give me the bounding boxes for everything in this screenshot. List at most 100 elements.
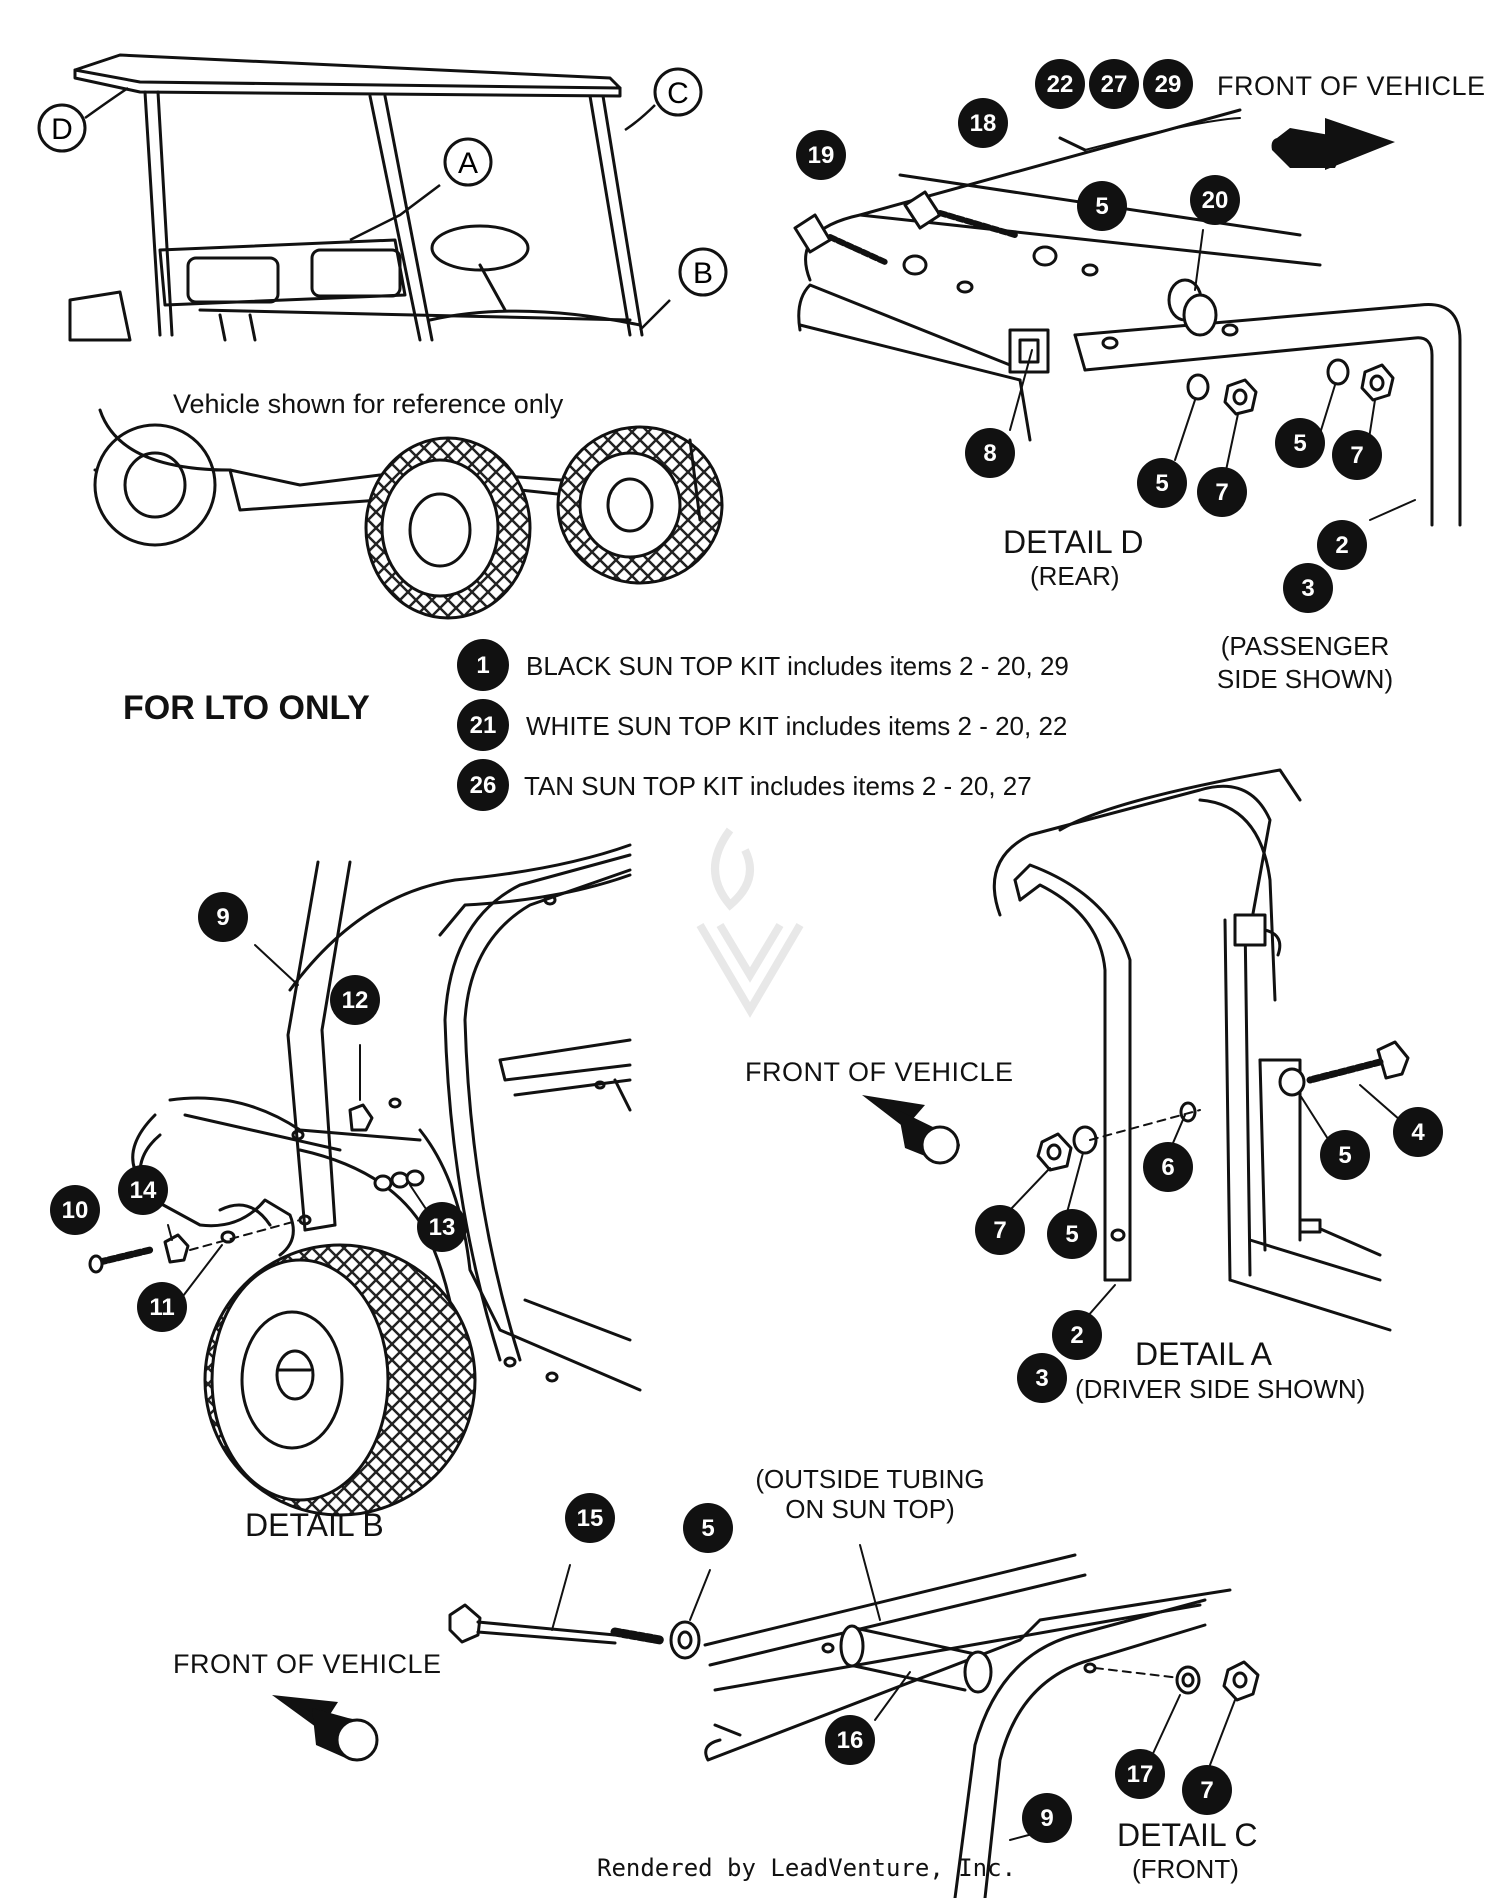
detail-a-sub: (DRIVER SIDE SHOWN) (1075, 1374, 1366, 1404)
svg-text:5: 5 (1095, 193, 1108, 220)
svg-text:9: 9 (216, 904, 229, 931)
svg-text:1: 1 (476, 652, 489, 679)
svg-text:2: 2 (1070, 1322, 1083, 1349)
callout-d-5a: 5 (1077, 181, 1127, 231)
callout-kit-21: 21 (457, 699, 509, 751)
kit-text-1: BLACK SUN TOP KIT includes items 2 - 20,… (526, 651, 1069, 681)
callout-kit-26: 26 (457, 759, 509, 811)
callout-letter-b: B (678, 247, 728, 297)
svg-text:B: B (693, 257, 713, 290)
svg-text:21: 21 (470, 712, 497, 739)
callout-d-8: 8 (965, 428, 1015, 478)
callout-c-5: 5 (683, 1503, 733, 1553)
svg-text:5: 5 (1155, 470, 1168, 497)
front-arrow-d (1271, 118, 1395, 170)
kit-text-21: WHITE SUN TOP KIT includes items 2 - 20,… (526, 711, 1068, 741)
svg-text:5: 5 (1065, 1221, 1078, 1248)
callout-a-4: 4 (1393, 1107, 1443, 1157)
svg-text:19: 19 (808, 142, 835, 169)
svg-text:6: 6 (1161, 1154, 1174, 1181)
callout-d-18: 18 (958, 98, 1008, 148)
svg-text:16: 16 (837, 1727, 864, 1754)
callout-d-2: 2 (1317, 520, 1367, 570)
callout-b-13: 13 (417, 1202, 467, 1252)
detail-a-title: DETAIL A (1135, 1336, 1272, 1372)
callout-a-5a: 5 (1320, 1130, 1370, 1180)
watermark-logo (696, 827, 804, 1018)
svg-text:5: 5 (701, 1515, 714, 1542)
callout-d-5b: 5 (1137, 458, 1187, 508)
detail-c-drawing (448, 1544, 1260, 1898)
svg-text:7: 7 (993, 1217, 1006, 1244)
callout-d-7a: 7 (1197, 467, 1247, 517)
callout-d-7b: 7 (1332, 430, 1382, 480)
vehicle-overview (68, 53, 724, 620)
svg-text:8: 8 (983, 440, 996, 467)
detail-d-sub: (REAR) (1030, 561, 1120, 591)
callout-b-12: 12 (330, 975, 380, 1025)
reference-caption: Vehicle shown for reference only (173, 389, 564, 419)
callout-c-9: 9 (1022, 1793, 1072, 1843)
callout-c-16: 16 (825, 1715, 875, 1765)
callout-d-27: 27 (1089, 59, 1139, 109)
detail-b-drawing (88, 843, 642, 1517)
svg-text:5: 5 (1293, 430, 1306, 457)
svg-text:14: 14 (130, 1177, 157, 1204)
callout-b-10: 10 (50, 1185, 100, 1235)
lto-label: FOR LTO ONLY (123, 689, 370, 727)
callout-d-5c: 5 (1275, 418, 1325, 468)
callout-a-2: 2 (1052, 1310, 1102, 1360)
detail-c-title: DETAIL C (1117, 1817, 1258, 1853)
detail-c-note-2: ON SUN TOP) (785, 1494, 955, 1524)
callout-c-17: 17 (1115, 1749, 1165, 1799)
svg-text:C: C (667, 77, 689, 110)
detail-a-drawing (992, 768, 1410, 1332)
svg-text:17: 17 (1127, 1761, 1154, 1788)
svg-text:7: 7 (1200, 1777, 1213, 1804)
svg-text:5: 5 (1338, 1142, 1351, 1169)
letter-leaders (84, 86, 671, 331)
svg-text:3: 3 (1035, 1365, 1048, 1392)
svg-text:7: 7 (1215, 479, 1228, 506)
kit-text-26: TAN SUN TOP KIT includes items 2 - 20, 2… (524, 771, 1032, 801)
callout-letter-c: C (653, 67, 703, 117)
callout-a-7: 7 (975, 1205, 1025, 1255)
front-of-vehicle-label-a: FRONT OF VEHICLE (745, 1057, 1014, 1087)
callout-a-6: 6 (1143, 1142, 1193, 1192)
svg-text:D: D (51, 113, 73, 146)
callout-d-3: 3 (1283, 563, 1333, 613)
svg-text:22: 22 (1047, 71, 1074, 98)
svg-text:13: 13 (429, 1214, 456, 1241)
item-callouts: 1 21 26 22 27 29 18 19 5 20 8 5 7 5 7 2 … (50, 59, 1443, 1843)
svg-text:4: 4 (1411, 1119, 1425, 1146)
front-arrow-c (272, 1695, 379, 1762)
svg-text:27: 27 (1101, 71, 1128, 98)
callout-b-11: 11 (137, 1282, 187, 1332)
svg-text:11: 11 (149, 1294, 174, 1321)
callout-b-14: 14 (118, 1165, 168, 1215)
front-of-vehicle-label-d: FRONT OF VEHICLE (1217, 71, 1486, 101)
detail-d-title: DETAIL D (1003, 524, 1144, 560)
callout-letter-a: A (443, 137, 493, 187)
footer-credit: Rendered by LeadVenture, Inc. (597, 1854, 1017, 1882)
svg-text:15: 15 (577, 1505, 604, 1532)
svg-text:2: 2 (1335, 532, 1348, 559)
svg-text:10: 10 (62, 1197, 89, 1224)
callout-d-22: 22 (1035, 59, 1085, 109)
letter-callouts: A B C D (37, 67, 728, 297)
svg-text:A: A (458, 147, 478, 180)
callout-c-7: 7 (1182, 1765, 1232, 1815)
front-of-vehicle-label-c: FRONT OF VEHICLE (173, 1649, 442, 1679)
callout-a-3: 3 (1017, 1353, 1067, 1403)
detail-c-note-1: (OUTSIDE TUBING (755, 1464, 985, 1494)
svg-text:3: 3 (1301, 575, 1314, 602)
callout-letter-d: D (37, 103, 87, 153)
detail-d-note-1: (PASSENGER (1220, 631, 1390, 661)
detail-d-drawing (793, 108, 1462, 527)
callout-d-20: 20 (1190, 175, 1240, 225)
detail-b-title: DETAIL B (245, 1507, 384, 1543)
callout-a-5b: 5 (1047, 1209, 1097, 1259)
svg-text:7: 7 (1350, 442, 1363, 469)
callout-d-19: 19 (796, 130, 846, 180)
